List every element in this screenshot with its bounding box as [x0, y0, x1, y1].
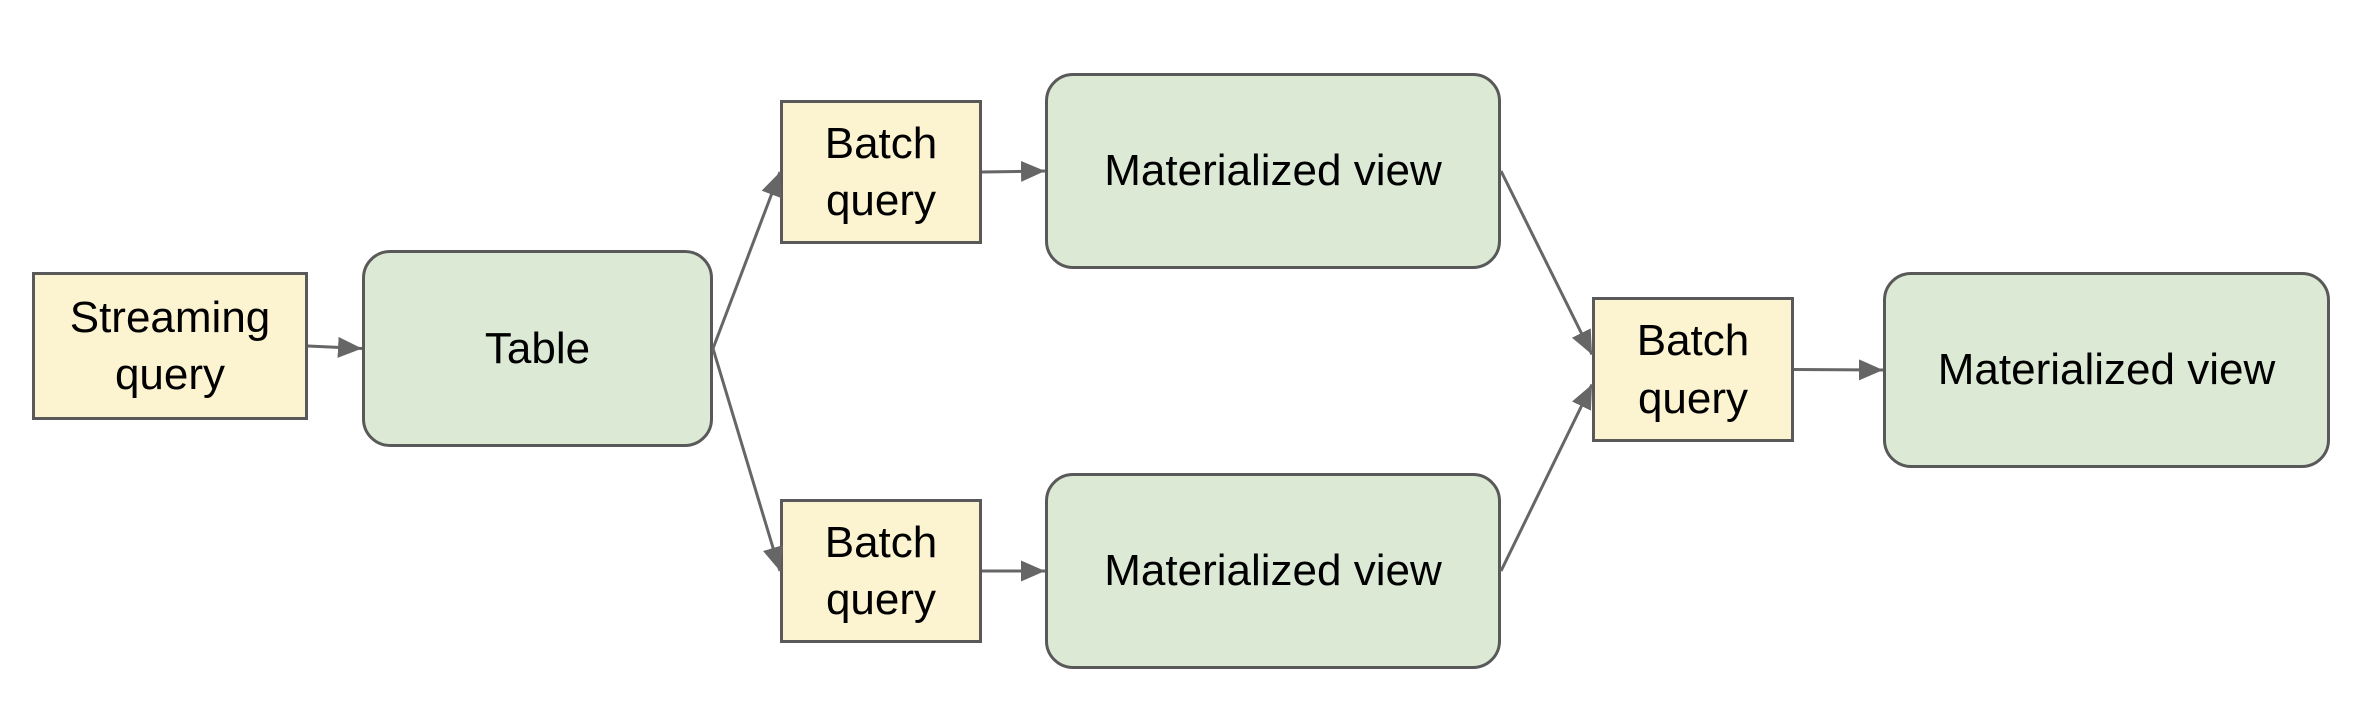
node-batch-query-top: Batch query	[780, 100, 982, 244]
node-streaming-query: Streaming query	[32, 272, 308, 420]
edge-batch-query-top-to-materialized-view-top	[981, 160, 1046, 182]
node-table: Table	[362, 250, 713, 447]
node-materialized-view-top: Materialized view	[1045, 73, 1501, 269]
node-materialized-view-right: Materialized view	[1883, 272, 2330, 468]
node-batch-query-right: Batch query	[1592, 297, 1794, 442]
node-materialized-view-bottom: Materialized view	[1045, 473, 1501, 669]
edge-streaming-query-to-table	[307, 336, 363, 358]
edge-table-to-batch-query-top	[711, 171, 782, 350]
edge-batch-query-right-to-materialized-view-right	[1793, 359, 1884, 381]
node-batch-query-bottom: Batch query	[780, 499, 982, 643]
edge-table-to-batch-query-bottom	[711, 348, 784, 572]
edge-materialized-view-top-to-batch-query-right	[1499, 170, 1594, 356]
edge-materialized-view-bottom-to-batch-query-right	[1499, 383, 1594, 572]
